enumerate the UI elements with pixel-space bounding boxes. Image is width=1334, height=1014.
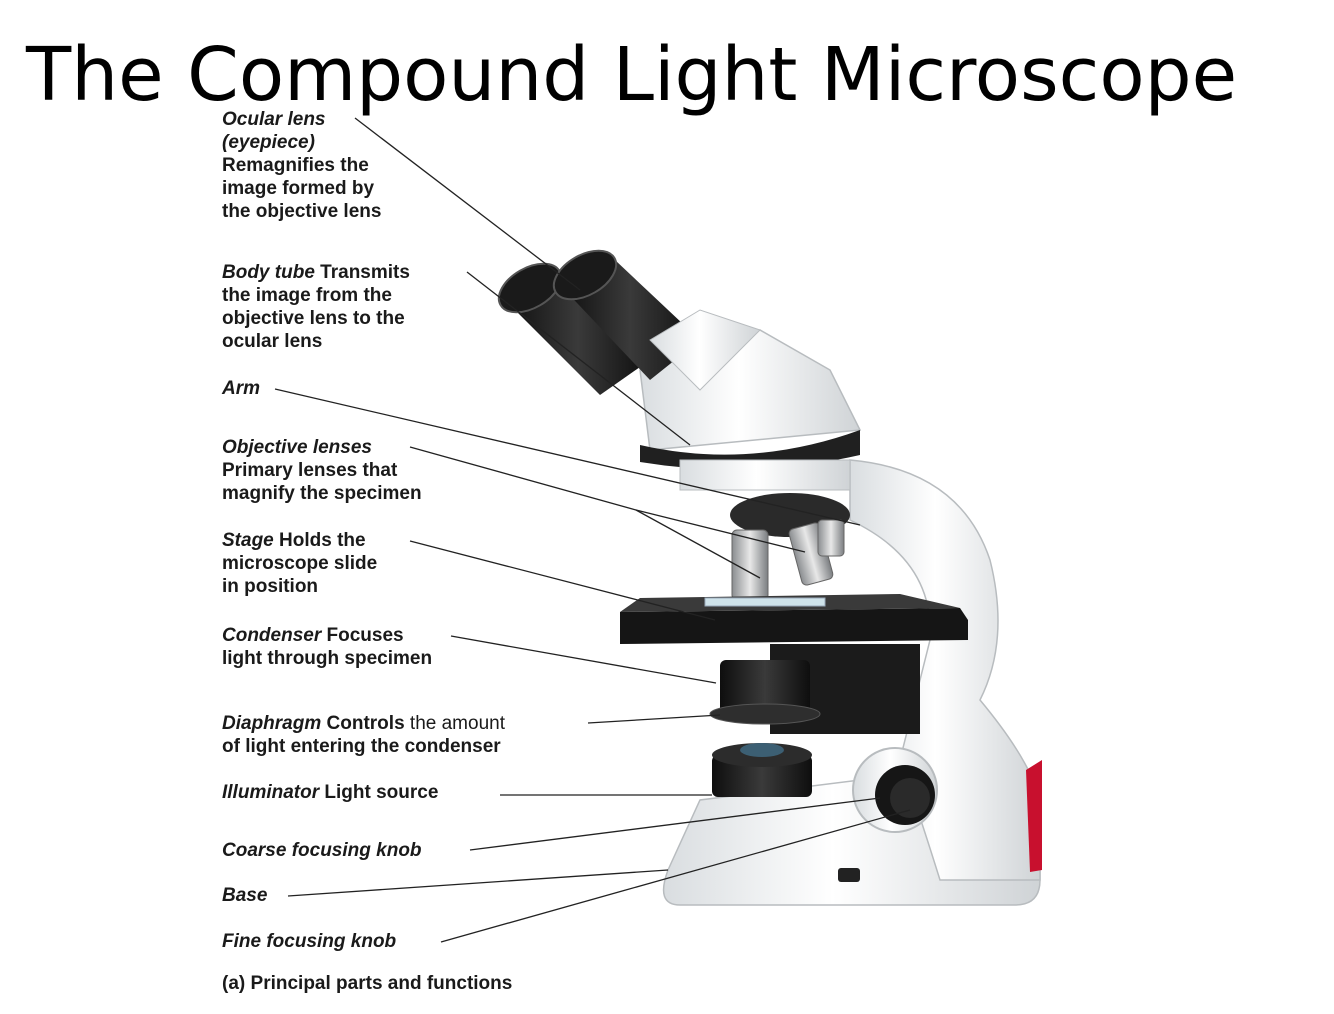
term-illuminator: Illuminator [222, 782, 319, 803]
label-ocular-desc-2: image formed by [222, 177, 381, 200]
term-arm: Arm [222, 378, 260, 399]
label-body-tube: Body tube Transmits the image from the o… [222, 261, 410, 353]
label-objective-desc-1: Primary lenses that [222, 459, 422, 482]
label-body-tube-desc-1: the image from the [222, 284, 410, 307]
term-fine-focusing-knob: Fine focusing knob [222, 931, 396, 952]
label-objective-lenses: Objective lenses Primary lenses that mag… [222, 436, 422, 505]
label-stage-desc-1: microscope slide [222, 552, 377, 575]
term-condenser: Condenser [222, 625, 321, 646]
term-body-tube: Body tube [222, 262, 315, 283]
caption-text: Principal parts and functions [251, 973, 513, 994]
label-stage-bold: Holds the [279, 530, 366, 551]
leader-fine [441, 810, 910, 942]
label-illuminator-rest: Light source [324, 782, 438, 803]
label-body-tube-desc-3: ocular lens [222, 330, 410, 353]
leader-objective [410, 447, 760, 578]
leader-stage [410, 541, 715, 620]
caption-letter: (a) [222, 973, 245, 994]
leader-objective-2 [636, 510, 805, 552]
term-base: Base [222, 885, 267, 906]
label-fine-focusing-knob: Fine focusing knob [222, 930, 396, 953]
slide-title: The Compound Light Microscope [26, 30, 1237, 120]
label-ocular-lens: Ocular lens (eyepiece) Remagnifies the i… [222, 108, 381, 223]
label-arm: Arm [222, 377, 260, 400]
label-body-tube-desc-2: objective lens to the [222, 307, 410, 330]
label-diaphragm: Diaphragm Controls the amount of light e… [222, 712, 505, 758]
label-condenser-desc-1: light through specimen [222, 647, 432, 670]
label-condenser-bold: Focuses [327, 625, 404, 646]
label-ocular-desc-3: the objective lens [222, 200, 381, 223]
label-stage-desc-2: in position [222, 575, 377, 598]
label-body-tube-bold: Transmits [320, 262, 410, 283]
leader-body-tube [467, 272, 690, 445]
term-stage: Stage [222, 530, 274, 551]
label-diaphragm-desc-1: of light entering the condenser [222, 735, 505, 758]
label-objective-desc-2: magnify the specimen [222, 482, 422, 505]
leader-coarse [470, 798, 880, 850]
label-coarse-focusing-knob: Coarse focusing knob [222, 839, 422, 862]
leader-base [288, 870, 668, 896]
term-diaphragm: Diaphragm [222, 713, 321, 734]
term-objective-lenses: Objective lenses [222, 437, 372, 458]
figure-caption: (a) Principal parts and functions [222, 972, 512, 995]
leader-diaphragm [588, 715, 720, 723]
label-condenser: Condenser Focuses light through specimen [222, 624, 432, 670]
leader-condenser [451, 636, 716, 683]
label-ocular-desc-1: Remagnifies the [222, 154, 381, 177]
label-base: Base [222, 884, 267, 907]
label-diaphragm-rest: the amount [410, 713, 505, 734]
label-diaphragm-bold: Controls [327, 713, 405, 734]
label-ocular-alt: (eyepiece) [222, 131, 381, 154]
label-stage: Stage Holds the microscope slide in posi… [222, 529, 377, 598]
label-illuminator: Illuminator Light source [222, 781, 438, 804]
term-coarse-focusing-knob: Coarse focusing knob [222, 840, 422, 861]
